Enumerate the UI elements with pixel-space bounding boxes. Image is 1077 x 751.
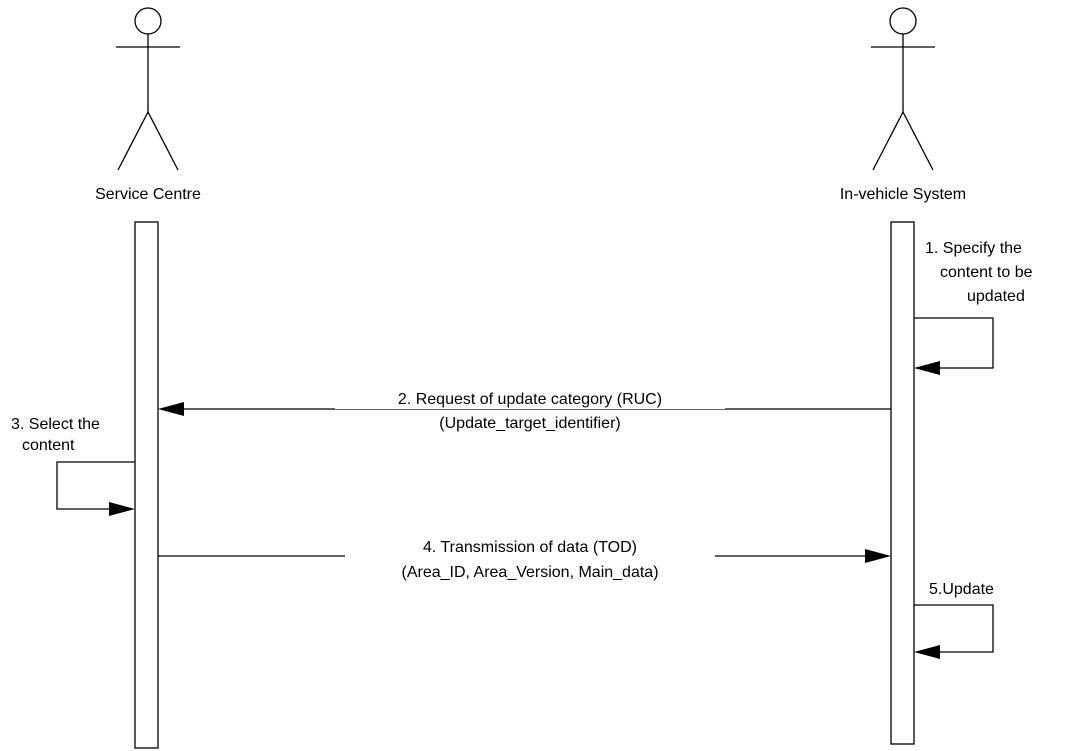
message-1-label-line2: content to be [940, 263, 1033, 282]
message-4-label-line2: (Area_ID, Area_Version, Main_data) [335, 563, 725, 582]
message-3-self-arrow [56, 461, 135, 516]
message-1-label-line1: 1. Specify the [925, 239, 1022, 258]
in-vehicle-system-lifeline [890, 221, 915, 745]
message-1-label-line3: updated [967, 287, 1025, 306]
service-centre-actor-icon [116, 7, 180, 171]
message-1-self-arrow [914, 317, 994, 375]
service-centre-lifeline [134, 221, 159, 749]
message-2-label-line2: (Update_target_identifier) [385, 414, 675, 433]
message-3-label-line2: content [22, 436, 75, 455]
message-3-label-line1: 3. Select the [11, 415, 100, 434]
message-5-self-arrow [914, 604, 994, 659]
in-vehicle-system-actor-icon [871, 7, 935, 171]
message-2-label-line1: 2. Request of update category (RUC) [335, 390, 725, 409]
service-centre-label: Service Centre [78, 185, 218, 204]
in-vehicle-system-label: In-vehicle System [808, 185, 998, 204]
message-5-label: 5.Update [929, 580, 994, 599]
message-4-label-line1: 4. Transmission of data (TOD) [345, 538, 715, 557]
message-2-arrow [158, 402, 891, 416]
